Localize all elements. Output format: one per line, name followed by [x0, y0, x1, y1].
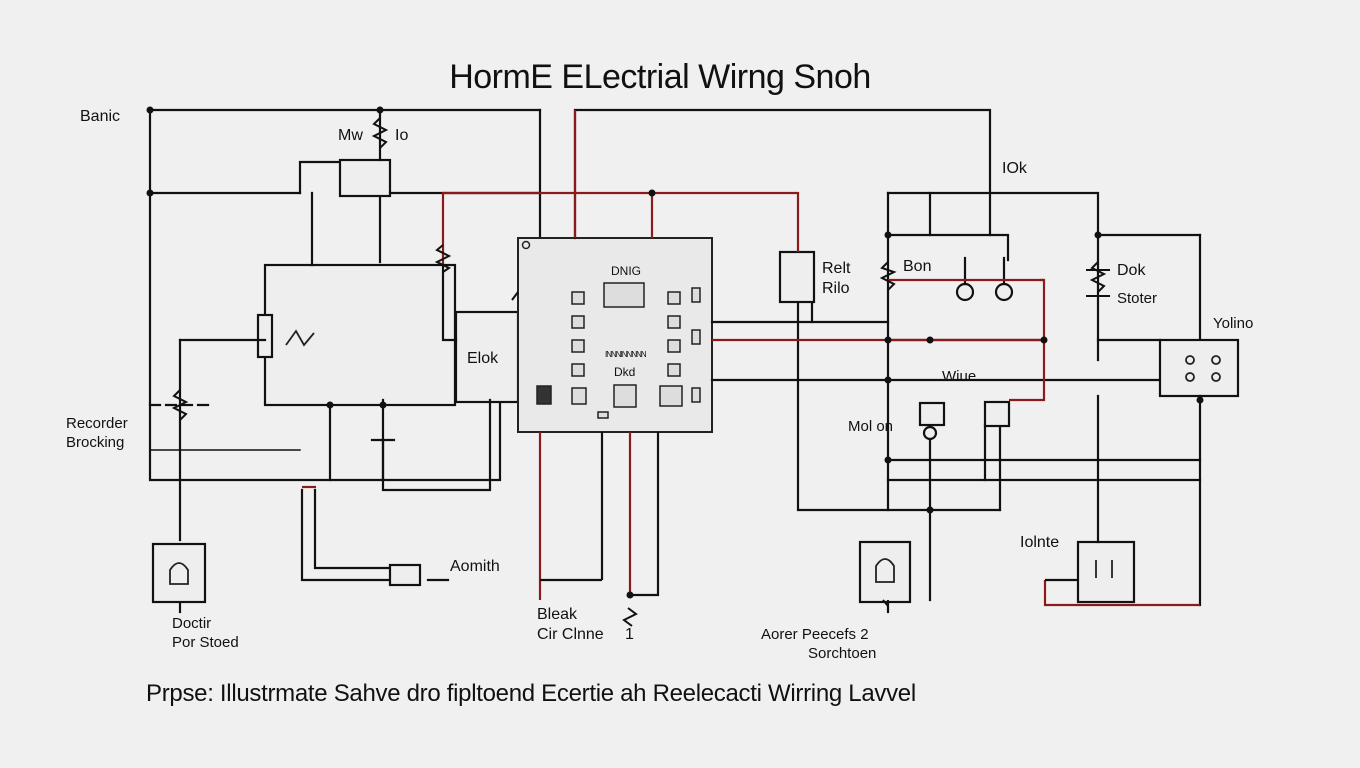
label-one: 1 — [625, 626, 634, 643]
label-elok: Elok — [467, 350, 499, 367]
label-relt: Relt — [822, 260, 851, 277]
diagram-footer: Prpse: Illustrmate Sahve dro fipltoend E… — [146, 680, 916, 707]
live-wire-top — [441, 191, 800, 265]
label-recorder: Recorder — [66, 415, 128, 432]
label-rilo: Rilo — [822, 280, 850, 297]
outlet-left — [151, 542, 207, 604]
switch-mol-2 — [983, 400, 1011, 428]
label-white: Wiue — [942, 368, 977, 385]
label-io: Io — [395, 127, 409, 144]
label-outlet-left-1: Doctir — [172, 615, 212, 632]
outlet-center-right — [858, 540, 912, 604]
bulb-2 — [994, 282, 1014, 302]
panel-breaker-main — [613, 384, 637, 408]
resistor-mw — [371, 117, 389, 149]
diagram-title: HormE ELectrial Wirng Snoh — [449, 58, 871, 96]
wire-top-left — [148, 108, 502, 482]
label-banic: Banic — [80, 108, 121, 125]
label-brocking: Brocking — [66, 434, 125, 451]
coil-top — [434, 244, 452, 273]
left-switch — [256, 313, 274, 359]
label-mw: Mw — [338, 127, 363, 144]
outlet-right — [1076, 540, 1136, 604]
label-yolino: Yolino — [1213, 315, 1254, 332]
bulb-1 — [955, 282, 975, 302]
label-outlet-left-2: Por Stoed — [172, 634, 239, 651]
label-breaker-2: Cir Clnne — [537, 626, 604, 643]
label-stoter: Stoter — [1117, 290, 1158, 307]
label-panel-low: Dkd — [614, 365, 636, 379]
label-panel-mid: INNNINNNNN — [605, 350, 647, 359]
live-wire-right — [712, 338, 1046, 402]
label-mol-on: Mol on — [848, 418, 894, 435]
label-breaker-1: Bleak — [537, 606, 578, 623]
label-bon: Bon — [903, 258, 932, 275]
label-dok: Dok — [1117, 262, 1146, 279]
label-iok: IOk — [1002, 160, 1027, 177]
junction-box-right — [1158, 338, 1240, 398]
label-aorer-1: Aorer Peecefs 2 — [761, 626, 869, 643]
aomth-device — [388, 563, 422, 587]
label-panel-inner: DNIG — [611, 264, 641, 278]
switch-mw — [338, 158, 392, 198]
panel-display — [603, 282, 645, 308]
label-aomth: Aomith — [450, 558, 500, 575]
coil-dok — [1089, 261, 1107, 293]
resistor-left — [171, 389, 189, 421]
relay-box — [778, 250, 816, 304]
switch-mol-1 — [918, 401, 946, 427]
label-iolnte: Iolnte — [1020, 534, 1060, 551]
coil-relt — [879, 261, 897, 291]
label-aorer-2: Sorchtoen — [808, 645, 877, 662]
